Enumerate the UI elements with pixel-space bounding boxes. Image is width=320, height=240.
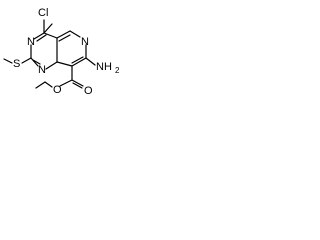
bond-c7-nh2 [85, 57, 96, 66]
bond-c8-c8a [56, 61, 73, 67]
atom-amino-subscript: 2 [115, 66, 120, 75]
bond-carbonyl-o [71, 79, 84, 87]
atom-amino-nh: NH [96, 61, 112, 73]
bond-o-ch2 [44, 81, 53, 88]
bond-c2-s [21, 57, 32, 64]
bond-c4-n3 [33, 32, 45, 40]
atom-pyridine-nitrogen: N [81, 36, 89, 48]
bond-c4-n3-double [36, 34, 47, 42]
bond-c4a-c4 [43, 32, 58, 39]
bond-c4a-c5 [56, 30, 71, 39]
atom-pyrimidine-nitrogen-top: N [27, 36, 35, 48]
atom-chlorine: Cl [38, 7, 48, 19]
atom-carbonyl-oxygen: O [84, 85, 93, 97]
bond-s-methyl [3, 58, 13, 64]
bond-carbonyl-o-double [72, 82, 83, 89]
bond-ch2-ch3 [35, 81, 46, 89]
molecule-drawing: Cl N N N S NH 2 O O [0, 0, 128, 102]
atom-sulfur: S [13, 58, 20, 70]
atom-pyrimidine-nitrogen-bottom: N [38, 64, 46, 76]
bonds [3, 19, 96, 89]
structure-canvas: Cl N N N S NH 2 O O [3, 7, 120, 97]
bond-c2-n1-double [32, 59, 41, 65]
bond-n1-c8a [45, 61, 58, 70]
bond-c7-c8 [71, 57, 87, 67]
atom-labels: Cl N N N S NH 2 O O [13, 7, 120, 97]
bond-c2-n1 [30, 57, 39, 67]
atom-ester-oxygen: O [53, 84, 62, 96]
bond-carboxyl-o-ester [59, 79, 73, 87]
bond-c5-n6 [69, 30, 81, 38]
bond-c7-c8-double [71, 56, 84, 64]
bond-c4a-c5-double [58, 34, 71, 42]
bond-c4-c4a [43, 23, 53, 34]
